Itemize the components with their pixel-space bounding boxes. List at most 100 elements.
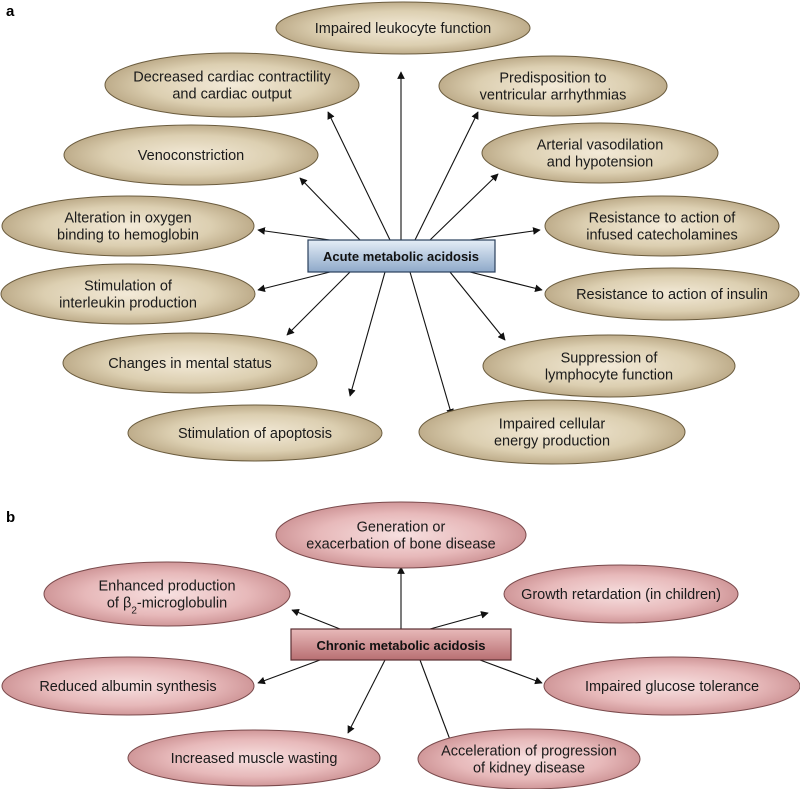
acute-arrow xyxy=(257,227,331,241)
acute-arrow xyxy=(299,177,361,241)
acute-effect-node: Venoconstriction xyxy=(63,124,319,186)
acute-effect-node: Impaired leukocyte function xyxy=(275,1,531,55)
panel-a-arrows xyxy=(257,71,543,417)
acute-effect-ellipse xyxy=(481,122,719,184)
acute-arrow xyxy=(429,173,499,241)
acute-arrow xyxy=(414,111,479,241)
acute-effect-label: Impaired leukocyte function xyxy=(315,21,492,37)
chronic-effect-label: of β2-microglobulin xyxy=(107,596,227,617)
acute-arrow xyxy=(257,271,331,293)
acute-effect-ellipse xyxy=(544,267,800,321)
acute-effect-label: Arterial vasodilation xyxy=(537,138,664,154)
acute-effect-label: Decreased cardiac contractility xyxy=(133,70,331,86)
acute-effect-node: Changes in mental status xyxy=(62,332,318,394)
acute-effect-label: Stimulation of xyxy=(84,279,173,295)
chronic-effect-node: Growth retardation (in children) xyxy=(503,564,739,624)
chronic-effect-node: Impaired glucose tolerance xyxy=(543,656,800,716)
chronic-effect-label: Increased muscle wasting xyxy=(171,751,338,767)
acute-effect-ellipse xyxy=(1,195,255,257)
acute-effect-label: binding to hemoglobin xyxy=(57,228,199,244)
chronic-arrow xyxy=(347,659,386,734)
acute-effect-label: and cardiac output xyxy=(172,87,291,103)
chronic-effect-ellipse xyxy=(275,501,527,569)
chronic-center-box: Chronic metabolic acidosis xyxy=(290,628,512,661)
acute-effect-label: Alteration in oxygen xyxy=(64,211,191,227)
acute-effect-ellipse xyxy=(0,263,256,325)
acute-effect-ellipse xyxy=(482,334,736,398)
chronic-effect-node: Increased muscle wasting xyxy=(127,729,381,787)
acute-effect-label: Stimulation of apoptosis xyxy=(178,426,332,442)
acute-center-label: Acute metabolic acidosis xyxy=(323,249,479,264)
acute-effect-ellipse xyxy=(275,1,531,55)
chronic-effect-label: Reduced albumin synthesis xyxy=(39,679,216,695)
chronic-effect-ellipse xyxy=(43,561,291,627)
acute-effect-ellipse xyxy=(62,332,318,394)
acute-effect-label: Venoconstriction xyxy=(138,148,244,164)
chronic-effect-node: Reduced albumin synthesis xyxy=(1,656,255,716)
panel-b-arrows xyxy=(257,566,543,746)
acute-effect-node: Stimulation of apoptosis xyxy=(127,404,383,462)
acute-effect-label: Impaired cellular xyxy=(499,417,606,433)
acute-effect-label: Resistance to action of insulin xyxy=(576,287,768,303)
acute-effect-ellipse xyxy=(127,404,383,462)
acute-arrow xyxy=(469,227,541,241)
chronic-effect-label: Generation or xyxy=(357,520,446,536)
chronic-effect-label: exacerbation of bone disease xyxy=(306,537,495,553)
acute-effect-label: Suppression of xyxy=(561,351,659,367)
chronic-arrow xyxy=(257,659,321,685)
acute-arrow xyxy=(469,271,543,293)
acute-center-box: Acute metabolic acidosis xyxy=(307,239,496,273)
acute-effect-label: infused catecholamines xyxy=(586,228,738,244)
acute-effect-ellipse xyxy=(438,55,668,117)
acute-arrow xyxy=(348,271,386,397)
acute-effect-ellipse xyxy=(418,399,686,465)
acute-effect-label: ventricular arrhythmias xyxy=(480,88,627,104)
acute-effect-ellipse xyxy=(63,124,319,186)
chronic-effect-label: Acceleration of progression xyxy=(441,744,617,760)
acute-effect-label: Predisposition to xyxy=(499,71,606,87)
panel-b-label: b xyxy=(6,509,15,526)
chronic-effect-ellipse xyxy=(127,729,381,787)
acute-arrow xyxy=(327,111,391,241)
acute-effect-ellipse xyxy=(544,195,780,257)
chronic-effect-ellipse xyxy=(417,728,641,789)
acute-effect-label: interleukin production xyxy=(59,296,197,312)
chronic-effect-ellipse xyxy=(503,564,739,624)
acute-arrow xyxy=(409,271,454,417)
panel-a-effects: Impaired leukocyte functionPredispositio… xyxy=(0,1,800,465)
acute-effect-label: energy production xyxy=(494,434,610,450)
chronic-arrow xyxy=(429,611,489,630)
chronic-effect-label: Enhanced production xyxy=(98,579,235,595)
acute-effect-ellipse xyxy=(104,52,360,118)
acute-arrow xyxy=(286,271,351,336)
panel-a-label: a xyxy=(6,3,15,20)
chronic-effect-label: of kidney disease xyxy=(473,761,585,777)
chronic-arrow xyxy=(291,608,341,630)
acute-effect-label: Resistance to action of xyxy=(589,211,737,227)
chronic-arrow xyxy=(479,659,543,685)
chronic-arrow xyxy=(419,659,454,746)
acute-arrow xyxy=(449,271,506,341)
chronic-effect-label: Impaired glucose tolerance xyxy=(585,679,759,695)
chronic-effect-ellipse xyxy=(543,656,800,716)
chronic-effect-label: Growth retardation (in children) xyxy=(521,587,721,603)
chronic-center-label: Chronic metabolic acidosis xyxy=(316,638,485,653)
chronic-effect-ellipse xyxy=(1,656,255,716)
acute-effect-node: Resistance to action of insulin xyxy=(544,267,800,321)
acute-effect-label: and hypotension xyxy=(547,155,653,171)
acute-effect-label: Changes in mental status xyxy=(108,356,272,372)
acute-effect-label: lymphocyte function xyxy=(545,368,673,384)
